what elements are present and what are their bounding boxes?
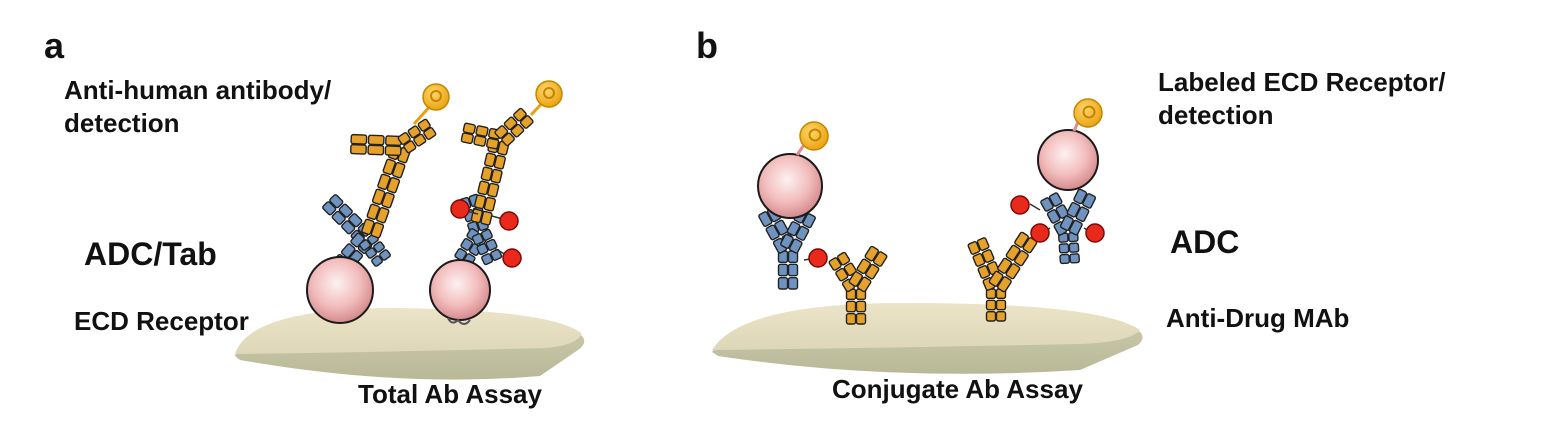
panel-a-assay-label: Total Ab Assay xyxy=(358,379,542,409)
detection-antibody-a1 xyxy=(350,118,437,239)
panel-b-assay-label: Conjugate Ab Assay xyxy=(832,374,1083,404)
detection-label-icon-1 xyxy=(412,83,450,126)
detection-antibody-a2 xyxy=(460,107,534,226)
drug-payload-icons xyxy=(450,195,1105,268)
panel-a-detection-line2: detection xyxy=(64,108,180,139)
labeled-receptor-sphere-2 xyxy=(1037,129,1099,191)
panel-b-detection-line2: detection xyxy=(1158,100,1274,131)
receptor-stub xyxy=(447,317,471,325)
detection-label-icon-3 xyxy=(795,121,829,156)
antibody-layer xyxy=(322,107,1097,325)
labeled-receptor-sphere-1 xyxy=(757,153,823,219)
detection-label-icon-2 xyxy=(529,80,563,117)
ecd-receptor-sphere-1 xyxy=(306,256,374,324)
elisa-plate-a xyxy=(235,308,585,380)
panel-b-detection-label: Labeled ECD Receptor/ detection xyxy=(1158,66,1446,133)
ecd-receptor-sphere-2 xyxy=(429,259,491,321)
adc-antibody-b2 xyxy=(1040,188,1097,265)
panel-a-detection-line1: Anti-human antibody/ xyxy=(64,75,332,105)
panel-a-surface-label: ECD Receptor xyxy=(74,306,249,336)
elisa-plate-b xyxy=(712,302,1143,374)
panel-b-detection-line1: Labeled ECD Receptor/ xyxy=(1158,67,1446,97)
capture-mab-b1 xyxy=(828,245,888,325)
panel-b-analyte-label: ADC xyxy=(1170,224,1240,260)
detection-label-icon-4 xyxy=(1072,98,1103,132)
panel-b-surface-label: Anti-Drug MAb xyxy=(1166,303,1350,333)
capture-mab-b2 xyxy=(967,231,1038,322)
panel-a-detection-label: Anti-human antibody/ detection xyxy=(64,74,331,141)
panel-a-analyte-label: ADC/Tab xyxy=(84,236,217,272)
panel-a-letter: a xyxy=(44,25,65,66)
panel-b-letter: b xyxy=(696,25,718,66)
